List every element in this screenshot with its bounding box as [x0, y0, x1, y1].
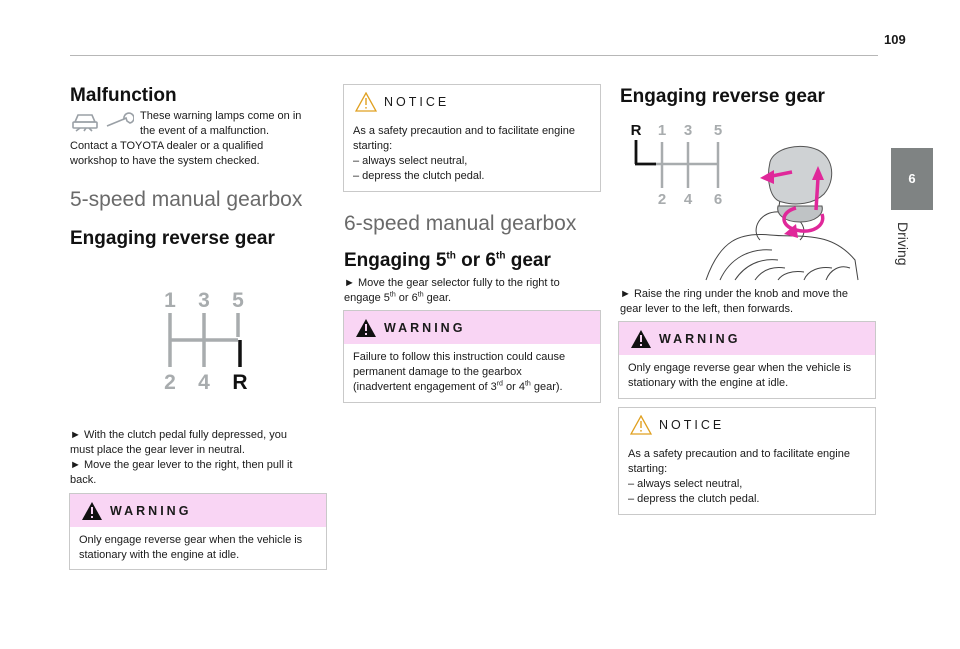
- notice-header: NOTICE: [344, 85, 600, 118]
- section-title-5speed: 5-speed manual gearbox: [70, 188, 303, 211]
- step-reverse-a: ► Raise the ring under the knob and move…: [620, 288, 848, 300]
- warning-header: WARNING: [344, 311, 600, 344]
- warning-title: WARNING: [384, 321, 466, 335]
- warning-text-1: Failure to follow this instruction could…: [353, 351, 566, 363]
- warning-text-1: Only engage reverse gear when the vehicl…: [79, 534, 303, 546]
- step-5th-b: engage 5th or 6th gear.: [344, 291, 452, 304]
- warning-triangle-icon: [356, 319, 376, 337]
- gear-label-2: 2: [164, 371, 176, 394]
- section-title-6speed: 6-speed manual gearbox: [344, 212, 577, 235]
- warning-triangle-icon: [82, 502, 102, 520]
- gear-label-5: 5: [232, 289, 244, 312]
- notice-triangle-icon: [355, 92, 377, 112]
- notice-text-2: starting:: [628, 463, 668, 475]
- step-reverse-b: gear lever to the left, then forwards.: [620, 303, 794, 315]
- notice-title: NOTICE: [659, 418, 725, 432]
- header-rule: [70, 55, 878, 56]
- warning-header: WARNING: [619, 322, 875, 355]
- step-2a: ► Move the gear lever to the right, then…: [70, 459, 293, 471]
- notice-text-3: – always select neutral,: [628, 478, 743, 490]
- chapter-label-text: Driving: [895, 222, 911, 266]
- subsection-5th-6th: Engaging 5th or 6th gear: [344, 250, 551, 271]
- notice-triangle-icon: [630, 415, 652, 435]
- gear-label-3: 3: [684, 122, 692, 139]
- notice-header: NOTICE: [619, 408, 875, 441]
- gear-label-1: 1: [164, 289, 176, 312]
- warning-header: WARNING: [70, 494, 326, 527]
- wrench-icon: [106, 112, 134, 127]
- notice-title: NOTICE: [384, 95, 450, 109]
- gear-label-4: 4: [198, 371, 210, 394]
- notice-box-col2: NOTICE As a safety precaution and to fac…: [343, 84, 601, 192]
- warning-text-1: Only engage reverse gear when the vehicl…: [628, 362, 852, 374]
- gear-label-r: R: [232, 371, 247, 394]
- warning-text-3: (inadvertent engagement of 3rd or 4th ge…: [353, 380, 563, 393]
- title-reverse-6speed: Engaging reverse gear: [620, 86, 825, 107]
- step-1a: ► With the clutch pedal fully depressed,…: [70, 429, 287, 441]
- gear-lever-illustration: [705, 146, 859, 281]
- warning-triangle-icon: [631, 330, 651, 348]
- warning-title: WARNING: [659, 332, 741, 346]
- warning-box-col2: WARNING Failure to follow this instructi…: [343, 310, 601, 403]
- gear-label-6: 6: [714, 191, 722, 208]
- gear-label-1: 1: [658, 122, 666, 139]
- notice-box-col3: NOTICE As a safety precaution and to fac…: [618, 407, 876, 515]
- malfunction-title: Malfunction: [70, 85, 177, 106]
- gear-label-2: 2: [658, 191, 666, 208]
- malfunction-text-3: Contact a TOYOTA dealer or a qualified: [70, 140, 264, 152]
- gear-pattern-5speed: 1 3 5 2 4 R: [164, 289, 247, 394]
- warning-box-col1: WARNING Only engage reverse gear when th…: [69, 493, 327, 570]
- warning-title: WARNING: [110, 504, 192, 518]
- notice-text-4: – depress the clutch pedal.: [353, 170, 485, 182]
- gear-label-3: 3: [198, 289, 210, 312]
- gear-pattern-6speed: R 1 3 5 2 4 6: [631, 122, 723, 208]
- notice-text-2: starting:: [353, 140, 393, 152]
- malfunction-text-2: the event of a malfunction.: [140, 125, 270, 137]
- warning-box-col3: WARNING Only engage reverse gear when th…: [618, 321, 876, 399]
- notice-text-1: As a safety precaution and to facilitate…: [628, 448, 850, 460]
- warning-text-2: permanent damage to the gearbox: [353, 366, 522, 378]
- gear-label-4: 4: [684, 191, 693, 208]
- car-warning-icon: [72, 114, 98, 132]
- page-number: 109: [884, 32, 906, 47]
- gear-label-r: R: [631, 122, 642, 139]
- malfunction-text-1: These warning lamps come on in: [140, 110, 302, 122]
- chapter-label: Driving: [895, 222, 911, 282]
- notice-text-3: – always select neutral,: [353, 155, 468, 167]
- chapter-tab[interactable]: 6: [891, 148, 933, 210]
- warning-text-2: stationary with the engine at idle.: [79, 549, 240, 561]
- warning-text-2: stationary with the engine at idle.: [628, 377, 789, 389]
- notice-text-4: – depress the clutch pedal.: [628, 493, 760, 505]
- step-5th-a: ► Move the gear selector fully to the ri…: [344, 277, 560, 289]
- gear-label-5: 5: [714, 122, 722, 139]
- step-2b: back.: [70, 474, 97, 486]
- step-1b: must place the gear lever in neutral.: [70, 444, 245, 456]
- notice-text-1: As a safety precaution and to facilitate…: [353, 125, 575, 137]
- malfunction-text-4: workshop to have the system checked.: [70, 155, 260, 167]
- subsection-reverse-5speed: Engaging reverse gear: [70, 228, 275, 249]
